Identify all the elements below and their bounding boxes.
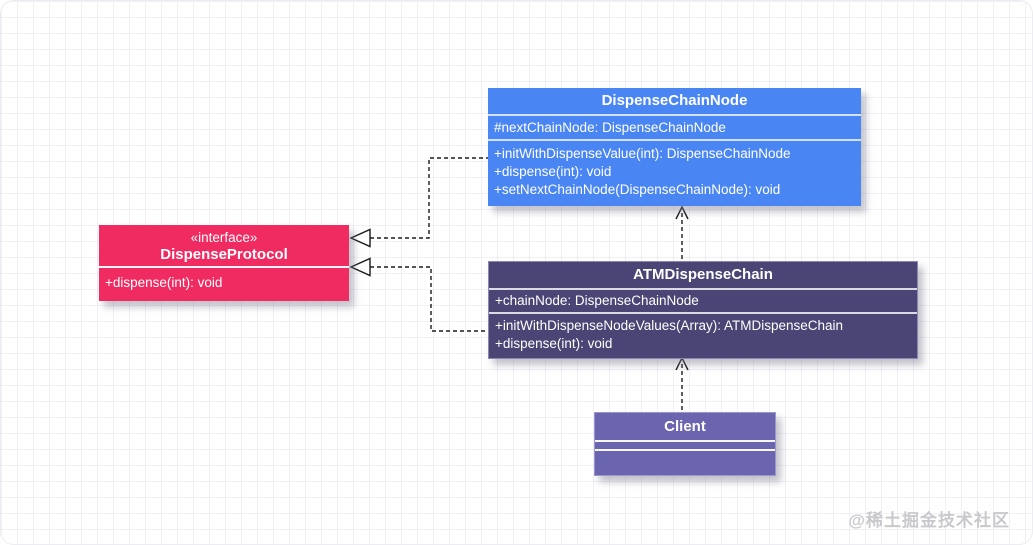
method-row: +dispense(int): void <box>495 336 613 351</box>
methods-section-empty <box>595 449 775 475</box>
method-row: +initWithDispenseNodeValues(Array): ATMD… <box>495 318 844 333</box>
attributes-section: #nextChainNode: DispenseChainNode <box>488 114 861 139</box>
interface-header: «interface» DispenseProtocol <box>99 225 349 266</box>
realization-line-atmdispensechain-to-dispenseprotocol <box>370 266 488 332</box>
interface-box-dispenseprotocol: «interface» DispenseProtocol +dispense(i… <box>99 225 349 301</box>
open-arrowhead-icon <box>675 356 689 371</box>
attribute-row: #nextChainNode: DispenseChainNode <box>494 120 726 135</box>
realization-line-dispensechainnode-to-dispenseprotocol <box>370 157 488 239</box>
attributes-section-empty <box>595 440 775 449</box>
class-title: DispenseProtocol <box>160 246 288 263</box>
attributes-section: +chainNode: DispenseChainNode <box>489 288 917 312</box>
class-title: DispenseChainNode <box>601 92 748 109</box>
class-box-dispensechainnode: DispenseChainNode #nextChainNode: Dispen… <box>488 88 861 206</box>
hollow-triangle-arrowhead-icon <box>349 257 371 277</box>
class-box-atmdispensechain: ATMDispenseChain +chainNode: DispenseCha… <box>488 261 918 359</box>
methods-section: +dispense(int): void <box>99 266 349 301</box>
methods-section: +initWithDispenseNodeValues(Array): ATMD… <box>489 312 917 358</box>
method-row: +dispense(int): void <box>105 275 223 290</box>
open-arrowhead-icon <box>675 205 689 220</box>
watermark-text: @稀土掘金技术社区 <box>848 511 1010 530</box>
class-title: Client <box>664 418 706 435</box>
attribute-row: +chainNode: DispenseChainNode <box>495 293 699 308</box>
method-row: +setNextChainNode(DispenseChainNode): vo… <box>494 182 781 197</box>
method-row: +dispense(int): void <box>494 164 612 179</box>
stereotype-label: «interface» <box>190 230 258 245</box>
method-row: +initWithDispenseValue(int): DispenseCha… <box>494 146 791 161</box>
class-title: ATMDispenseChain <box>633 266 773 283</box>
methods-section: +initWithDispenseValue(int): DispenseCha… <box>488 139 861 206</box>
hollow-triangle-arrowhead-icon <box>349 228 371 248</box>
class-box-client: Client <box>594 412 776 476</box>
